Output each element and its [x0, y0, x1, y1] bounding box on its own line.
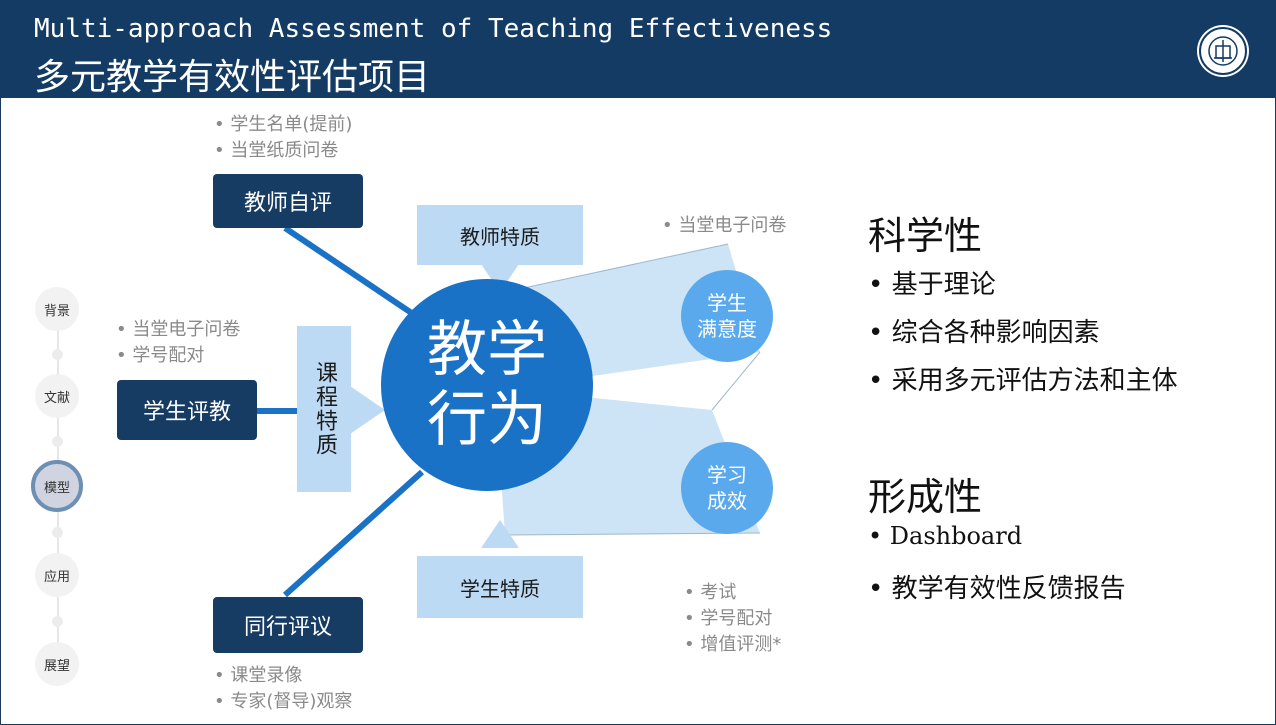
- formative-bullet: • 教学有效性反馈报告: [868, 574, 1126, 604]
- self-eval-note: • 学生名单(提前): [214, 114, 353, 135]
- sidebar-item-label: 文献: [43, 390, 70, 406]
- scientific-heading: 科学性: [868, 214, 983, 258]
- student-traits-box: 学生特质: [417, 556, 583, 618]
- formative-heading: 形成性: [868, 475, 983, 519]
- outcome-note: • 考试: [684, 582, 737, 603]
- peer-review-note: • 课堂录像: [214, 665, 303, 686]
- sidebar-item-background[interactable]: 背景: [35, 287, 79, 331]
- satisfaction-circle: 学生 满意度: [681, 270, 773, 362]
- sidebar-item-label: 展望: [43, 658, 70, 674]
- outcome-line1: 学习: [707, 463, 747, 487]
- sidebar-item-label: 模型: [43, 480, 70, 496]
- university-logo-icon: [1197, 25, 1249, 77]
- outcome-line2: 成效: [707, 489, 747, 513]
- teacher-traits-box: 教师特质: [417, 205, 583, 265]
- sidebar-item-label: 应用: [43, 569, 70, 585]
- title-chinese: 多元教学有效性评估项目: [34, 57, 431, 98]
- self-eval-connector: [283, 225, 427, 325]
- satisfaction-line1: 学生: [707, 291, 747, 315]
- formative-bullet: • Dashboard: [868, 522, 1023, 550]
- student-eval-box: 学生评教: [117, 380, 257, 440]
- title-english: Multi-approach Assessment of Teaching Ef…: [34, 14, 833, 44]
- self-eval-box: 教师自评: [213, 174, 363, 228]
- course-traits-arrow: [350, 386, 385, 434]
- student-traits-arrow: [481, 520, 519, 548]
- peer-review-note: • 专家(督导)观察: [214, 691, 353, 712]
- teaching-behavior-circle: 教学 行为: [381, 279, 593, 491]
- center-line2: 行为: [427, 385, 547, 455]
- scientific-bullet: • 采用多元评估方法和主体: [868, 366, 1178, 396]
- sidebar-dot: [52, 349, 63, 360]
- satisfaction-line2: 满意度: [697, 317, 757, 341]
- outcome-note: • 增值评测*: [684, 634, 782, 655]
- header-bar: Multi-approach Assessment of Teaching Ef…: [0, 0, 1276, 98]
- peer-review-connector: [282, 469, 425, 598]
- sidebar-dot: [52, 436, 63, 447]
- teacher-traits-arrow: [481, 264, 519, 292]
- scientific-bullet: • 基于理论: [868, 270, 996, 300]
- scientific-bullet: • 综合各种影响因素: [868, 318, 1100, 348]
- self-eval-note: • 当堂纸质问卷: [214, 140, 339, 161]
- satisfaction-note: • 当堂电子问卷: [662, 215, 787, 236]
- outcome-circle: 学习 成效: [681, 442, 773, 534]
- peer-review-box: 同行评议: [213, 597, 363, 653]
- sidebar-item-outlook[interactable]: 展望: [35, 642, 79, 686]
- sidebar-dot: [52, 527, 63, 538]
- student-eval-note: • 学号配对: [116, 345, 205, 366]
- student-eval-note: • 当堂电子问卷: [116, 319, 241, 340]
- sidebar-item-application[interactable]: 应用: [35, 553, 79, 597]
- sidebar-item-model[interactable]: 模型: [31, 460, 83, 512]
- sidebar-item-literature[interactable]: 文献: [35, 374, 79, 418]
- sidebar-item-label: 背景: [43, 303, 70, 319]
- outcome-note: • 学号配对: [684, 608, 773, 629]
- center-line1: 教学: [427, 315, 547, 385]
- sidebar-dot: [52, 616, 63, 627]
- course-traits-box: 课程特质: [297, 326, 351, 492]
